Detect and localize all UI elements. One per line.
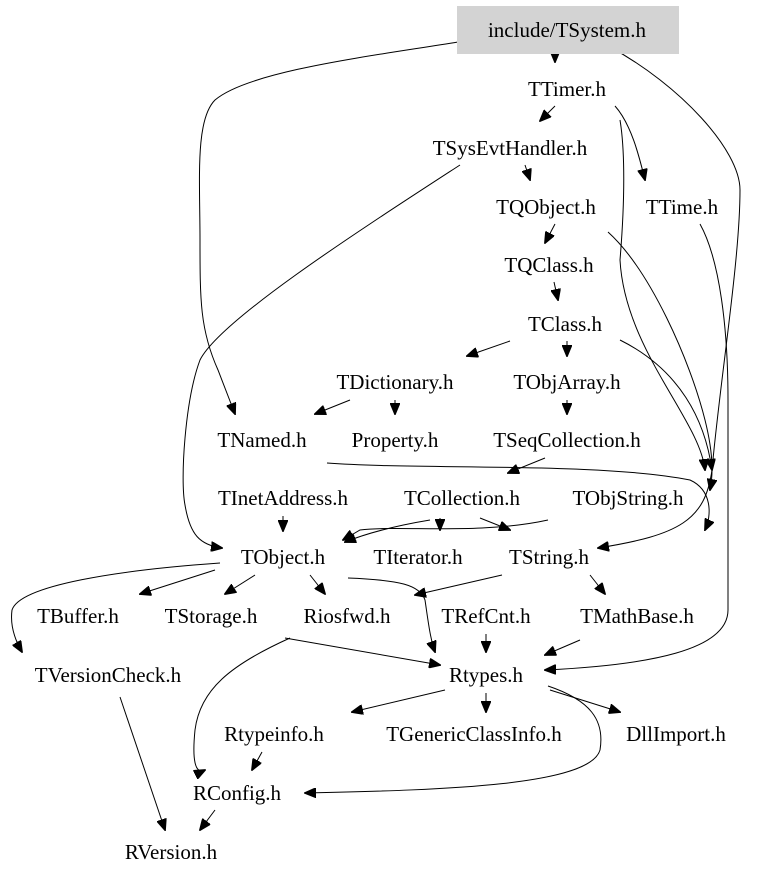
edge-Rtypes-to-Rtypeinfo (352, 689, 446, 712)
edge-TQObject-to-TObjString (607, 231, 712, 490)
node-label: DllImport.h (626, 722, 726, 746)
node-label: TInetAddress.h (218, 486, 349, 510)
edge-TObject-to-Riosfwd (309, 574, 325, 594)
edge-include_TSystem-to-TNamed (198, 41, 459, 414)
node-label: TSysEvtHandler.h (433, 136, 588, 160)
node-TString[interactable]: TString.h (509, 545, 589, 569)
edge-TObject-to-TStorage (225, 574, 256, 594)
node-label: TDictionary.h (336, 370, 454, 394)
node-label: TStorage.h (165, 604, 258, 628)
edge-TCollection-to-TString (479, 517, 510, 530)
edge-Riosfwd-to-Rtypes (284, 637, 440, 665)
edge-Rtypeinfo-to-RConfig (252, 751, 263, 770)
edge-TSysEvtHandler-to-TObject (182, 164, 461, 548)
node-label: TClass.h (528, 312, 603, 336)
node-TDictionary[interactable]: TDictionary.h (336, 370, 454, 394)
node-label: RVersion.h (125, 840, 218, 864)
edge-TObjString-to-TObject (343, 519, 549, 540)
edge-TTime-to-Rtypes (545, 223, 729, 670)
node-TGenericClassInfo[interactable]: TGenericClassInfo.h (386, 722, 562, 746)
node-label: TVersionCheck.h (35, 663, 182, 687)
node-label: TString.h (509, 545, 589, 569)
node-Rtypes[interactable]: Rtypes.h (449, 663, 524, 687)
node-DllImport[interactable]: DllImport.h (626, 722, 726, 746)
node-TCollection[interactable]: TCollection.h (404, 486, 521, 510)
node-label: TCollection.h (404, 486, 521, 510)
node-Riosfwd[interactable]: Riosfwd.h (304, 604, 391, 628)
edge-TQClass-to-TClass (554, 281, 558, 300)
edge-Rtypes-to-RConfig (305, 685, 602, 793)
node-label: TBuffer.h (37, 604, 119, 628)
node-TInetAddress[interactable]: TInetAddress.h (218, 486, 349, 510)
node-TSysEvtHandler[interactable]: TSysEvtHandler.h (433, 136, 588, 160)
node-label: TQClass.h (504, 253, 594, 277)
edge-TObject-to-TVersionCheck (11, 562, 221, 652)
node-label: TMathBase.h (580, 604, 694, 628)
node-TMathBase[interactable]: TMathBase.h (580, 604, 694, 628)
node-label: RConfig.h (193, 781, 282, 805)
node-label: TObjArray.h (513, 370, 621, 394)
edge-TClass-to-TDictionary (467, 340, 511, 356)
edge-TQObject-to-TQClass (545, 223, 556, 243)
edge-TTimer-to-TTime (614, 105, 645, 180)
node-label: TObjString.h (572, 486, 684, 510)
node-RVersion[interactable]: RVersion.h (125, 840, 218, 864)
node-TTimer[interactable]: TTimer.h (528, 77, 606, 101)
node-label: TQObject.h (496, 195, 596, 219)
edges-layer (11, 41, 741, 830)
node-label: TObject.h (241, 545, 326, 569)
edge-TDictionary-to-TNamed (315, 399, 351, 414)
edge-Riosfwd-to-RConfig (194, 637, 291, 771)
edge-TTimer-to-TObjString (619, 119, 705, 470)
node-Property[interactable]: Property.h (352, 428, 439, 452)
node-label: TSeqCollection.h (493, 428, 641, 452)
edge-TString-to-TMathBase (589, 574, 605, 594)
edge-TVersionCheck-to-RVersion (119, 696, 165, 830)
node-label: include/TSystem.h (488, 18, 647, 42)
edge-TTimer-to-TSysEvtHandler (540, 105, 556, 121)
node-TObjArray[interactable]: TObjArray.h (513, 370, 621, 394)
node-TObjString[interactable]: TObjString.h (572, 486, 684, 510)
edge-include_TSystem-to-TString (598, 46, 741, 548)
node-TStorage[interactable]: TStorage.h (165, 604, 258, 628)
node-TObject[interactable]: TObject.h (241, 545, 326, 569)
node-TRefCnt[interactable]: TRefCnt.h (441, 604, 531, 628)
node-TQClass[interactable]: TQClass.h (504, 253, 594, 277)
node-include_TSystem[interactable]: include/TSystem.h (457, 6, 679, 54)
edge-TString-to-TRefCnt (415, 574, 503, 595)
node-TQObject[interactable]: TQObject.h (496, 195, 596, 219)
nodes-layer: include/TSystem.hTTimer.hTSysEvtHandler.… (35, 6, 726, 864)
edge-TNamed-to-TString (326, 462, 709, 530)
node-label: TIterator.h (373, 545, 463, 569)
node-TVersionCheck[interactable]: TVersionCheck.h (35, 663, 182, 687)
node-label: TTimer.h (528, 77, 606, 101)
node-TSeqCollection[interactable]: TSeqCollection.h (493, 428, 641, 452)
edge-TSeqCollection-to-TCollection (508, 457, 546, 473)
node-label: TRefCnt.h (441, 604, 531, 628)
node-label: Rtypes.h (449, 663, 524, 687)
node-TTime[interactable]: TTime.h (646, 195, 719, 219)
node-label: TGenericClassInfo.h (386, 722, 562, 746)
node-Rtypeinfo[interactable]: Rtypeinfo.h (224, 722, 324, 746)
node-TIterator[interactable]: TIterator.h (373, 545, 463, 569)
root-node-highlight (457, 6, 679, 54)
node-RConfig[interactable]: RConfig.h (193, 781, 282, 805)
edge-TClass-to-TObjString (619, 339, 712, 470)
node-label: Property.h (352, 428, 439, 452)
edge-Rtypes-to-DllImport (549, 689, 620, 712)
edge-TObject-to-TBuffer (140, 569, 216, 594)
edge-RConfig-to-RVersion (200, 809, 216, 830)
node-TClass[interactable]: TClass.h (528, 312, 603, 336)
node-label: Riosfwd.h (304, 604, 391, 628)
edge-TMathBase-to-Rtypes (545, 639, 581, 655)
node-label: TTime.h (646, 195, 719, 219)
node-label: TNamed.h (217, 428, 307, 452)
node-TBuffer[interactable]: TBuffer.h (37, 604, 119, 628)
edge-TObject-to-Rtypes (347, 577, 435, 652)
node-TNamed[interactable]: TNamed.h (217, 428, 307, 452)
node-label: Rtypeinfo.h (224, 722, 324, 746)
edge-TSysEvtHandler-to-TQObject (525, 164, 530, 180)
